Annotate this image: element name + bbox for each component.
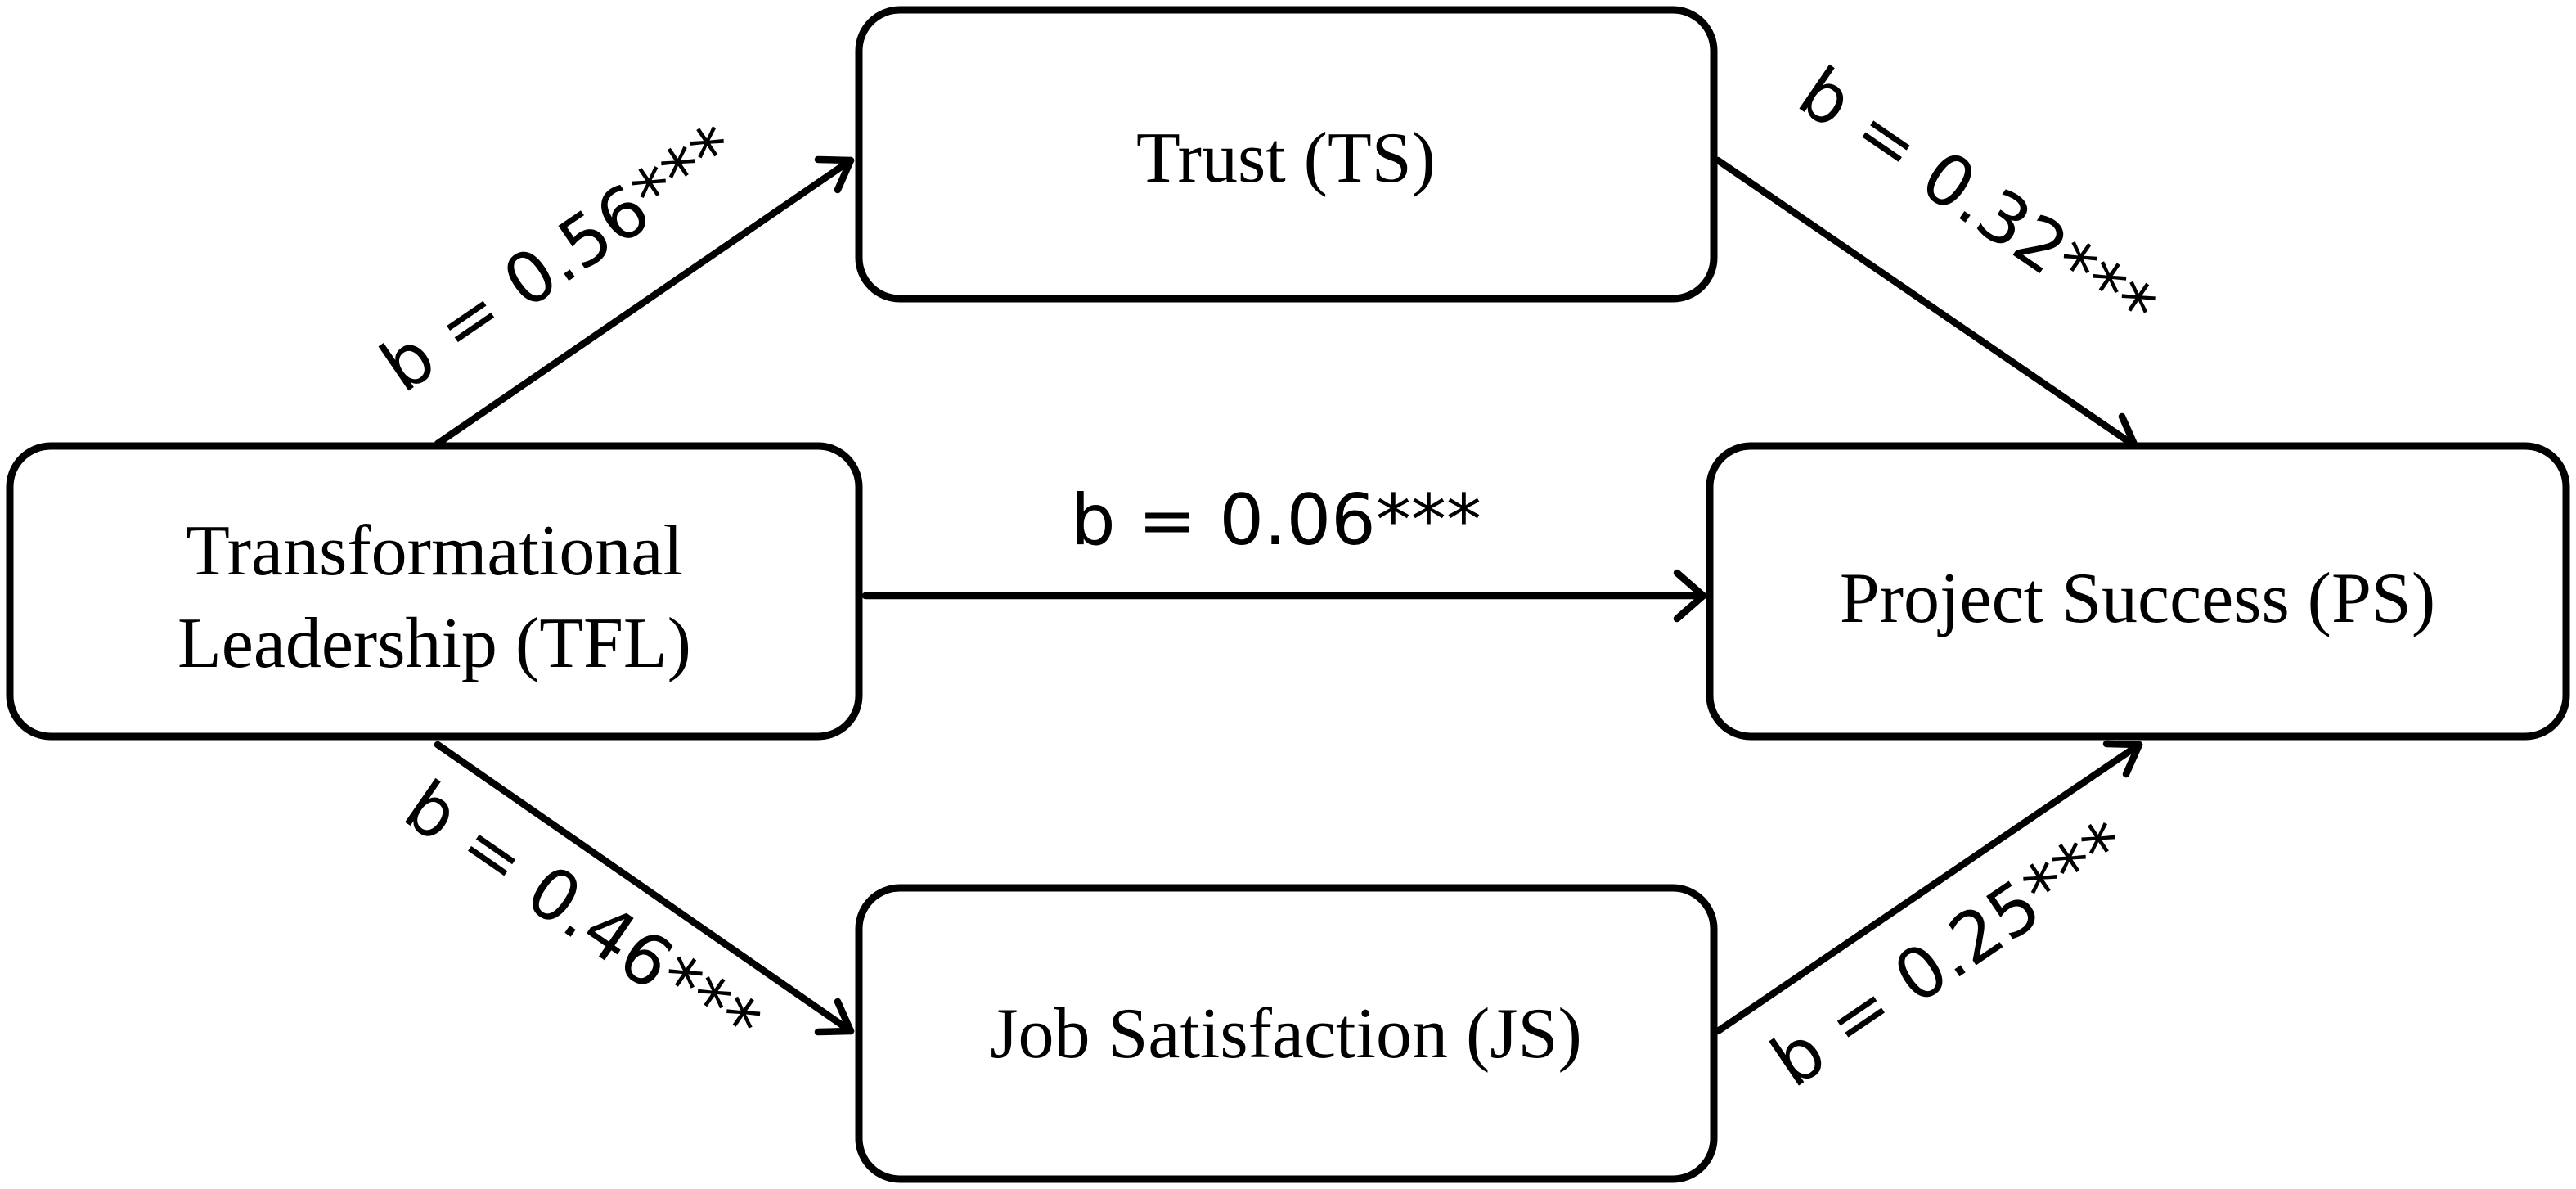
node-trust: Trust (TS) <box>855 6 1718 303</box>
node-label-line1: Transformational <box>186 511 683 591</box>
edge-label-tfl-js: b = 0.46*** <box>390 765 774 1066</box>
node-box <box>6 442 863 741</box>
arrow-line-ts-ps <box>1714 156 2139 450</box>
arrowhead-icon <box>2102 740 2143 778</box>
arrow-line-tfl-ts <box>434 156 855 448</box>
edge-tfl-to-ts <box>434 155 855 448</box>
arrow-line-tfl-js <box>434 741 855 1035</box>
node-label: Trust (TS) <box>1136 119 1436 198</box>
node-project-success: Project Success (PS) <box>1706 442 2570 741</box>
arrowhead-icon <box>1673 569 1707 623</box>
node-box <box>1706 442 2570 741</box>
node-job-satisfaction: Job Satisfaction (JS) <box>855 884 1718 1183</box>
node-transformational-leadership: Transformational Leadership (TFL) <box>6 442 863 741</box>
arrow-line-js-ps <box>1714 741 2143 1035</box>
arrowhead-icon <box>814 998 855 1036</box>
node-label: Project Success (PS) <box>1840 559 2435 638</box>
edge-label-ts-ps: b = 0.32*** <box>1784 52 2169 351</box>
edge-label-js-ps: b = 0.25*** <box>1757 805 2142 1104</box>
node-label-line2: Leadership (TFL) <box>178 604 691 683</box>
arrowhead-icon <box>814 155 855 194</box>
edge-tfl-to-ps <box>861 569 1707 623</box>
edge-tfl-to-js <box>434 741 855 1036</box>
node-box <box>855 6 1718 303</box>
node-box <box>855 884 1718 1183</box>
edge-label-tfl-ps: b = 0.06*** <box>1071 480 1481 561</box>
edge-js-to-ps <box>1714 740 2143 1035</box>
node-label: Job Satisfaction (JS) <box>990 994 1582 1074</box>
